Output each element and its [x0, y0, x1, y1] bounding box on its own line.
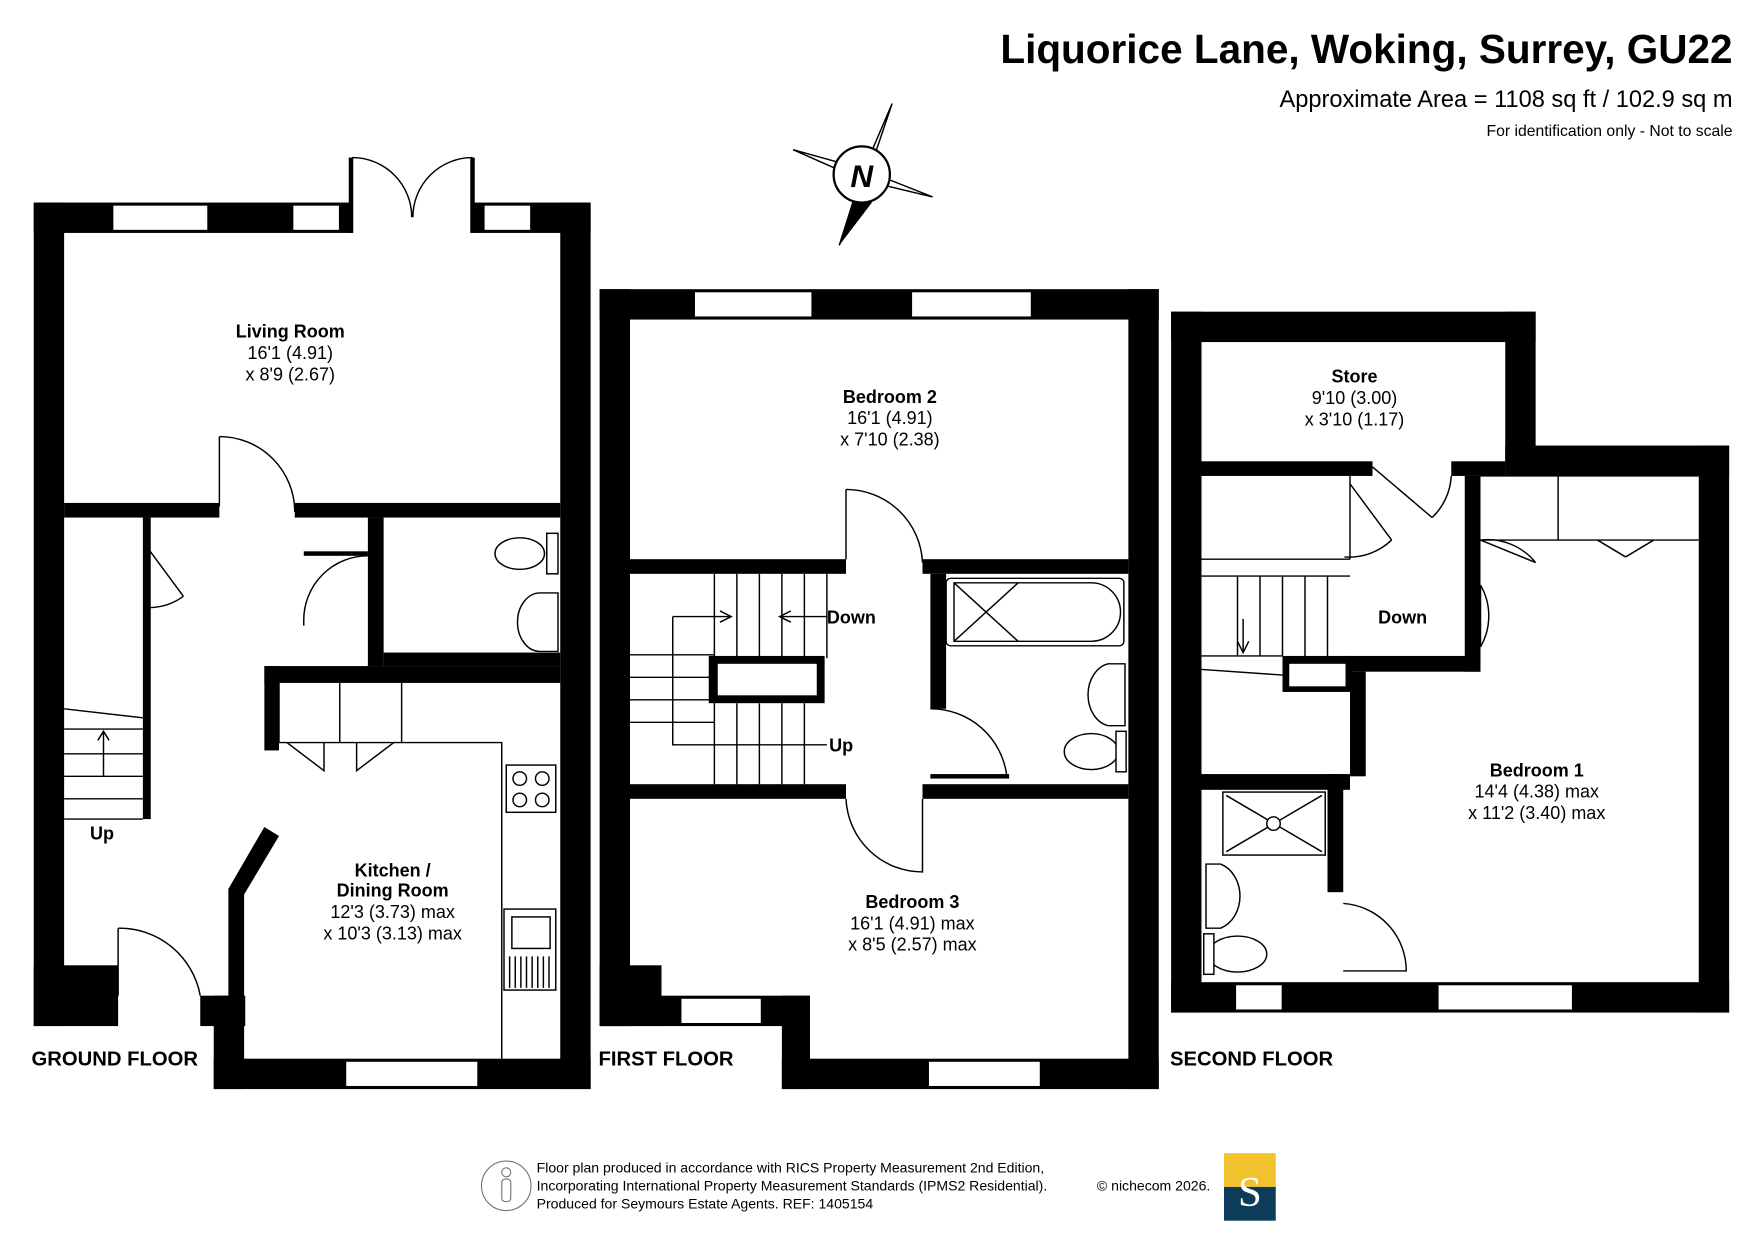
compass-icon: N: [792, 103, 933, 246]
room-dimension: x 3'10 (1.17): [1305, 409, 1405, 429]
room-name: Bedroom 3: [865, 892, 959, 912]
stairs-up-label: Up: [829, 736, 853, 756]
ground-floor-plan: Living Room 16'1 (4.91) x 8'9 (2.67) Kit…: [32, 156, 591, 1090]
room-dimension: x 7'10 (2.38): [840, 430, 940, 450]
floor-label: GROUND FLOOR: [32, 1048, 199, 1070]
room-dimension: 12'3 (3.73) max: [330, 902, 454, 922]
room-dimension: x 11'2 (3.40) max: [1468, 803, 1605, 823]
room-dimension: x 8'5 (2.57) max: [848, 935, 977, 955]
room-dimension: 9'10 (3.00): [1312, 388, 1398, 408]
room-name: Bedroom 2: [843, 387, 937, 407]
first-floor-plan: Down Up Bedroom 2 16'1 (4.91) x 7'10 (2.…: [599, 289, 1159, 1090]
footer-line-1: Floor plan produced in accordance with R…: [537, 1159, 1045, 1175]
room-name: Kitchen /: [355, 860, 431, 880]
room-name: Living Room: [236, 322, 345, 342]
copyright: © nichecom 2026.: [1097, 1177, 1210, 1193]
footer: Floor plan produced in accordance with R…: [480, 1153, 1276, 1221]
person-icon: [480, 1160, 532, 1212]
room-name: Store: [1331, 367, 1377, 387]
seymours-logo: S: [1224, 1153, 1276, 1221]
room-dimension: x 8'9 (2.67): [246, 364, 335, 384]
stairs-down-label: Down: [827, 607, 876, 627]
second-floor-plan: Down Store 9'10 (3.00) x 3'10 (1.17) Bed…: [1170, 311, 1730, 1070]
stairs-label: Up: [90, 823, 114, 843]
room-dimension: x 10'3 (3.13) max: [323, 923, 462, 943]
room-dimension: 16'1 (4.91): [248, 343, 334, 363]
footer-line-2: Incorporating International Property Mea…: [537, 1177, 1048, 1193]
room-name: Bedroom 1: [1490, 760, 1584, 780]
footer-line-3: Produced for Seymours Estate Agents. REF…: [537, 1195, 874, 1211]
room-dimension: 16'1 (4.91): [847, 408, 933, 428]
stairs-down-label: Down: [1378, 607, 1427, 627]
room-name: Dining Room: [337, 881, 449, 901]
disclaimer: For identification only - Not to scale: [1487, 123, 1733, 140]
floor-label: SECOND FLOOR: [1170, 1048, 1334, 1070]
compass-north-label: N: [850, 158, 874, 194]
room-dimension: 14'4 (4.38) max: [1475, 782, 1599, 802]
property-title: Liquorice Lane, Woking, Surrey, GU22: [1000, 26, 1732, 72]
approximate-area: Approximate Area = 1108 sq ft / 102.9 sq…: [1280, 87, 1733, 113]
floor-label: FIRST FLOOR: [599, 1048, 734, 1070]
logo-letter: S: [1238, 1169, 1262, 1216]
room-dimension: 16'1 (4.91) max: [850, 913, 975, 933]
